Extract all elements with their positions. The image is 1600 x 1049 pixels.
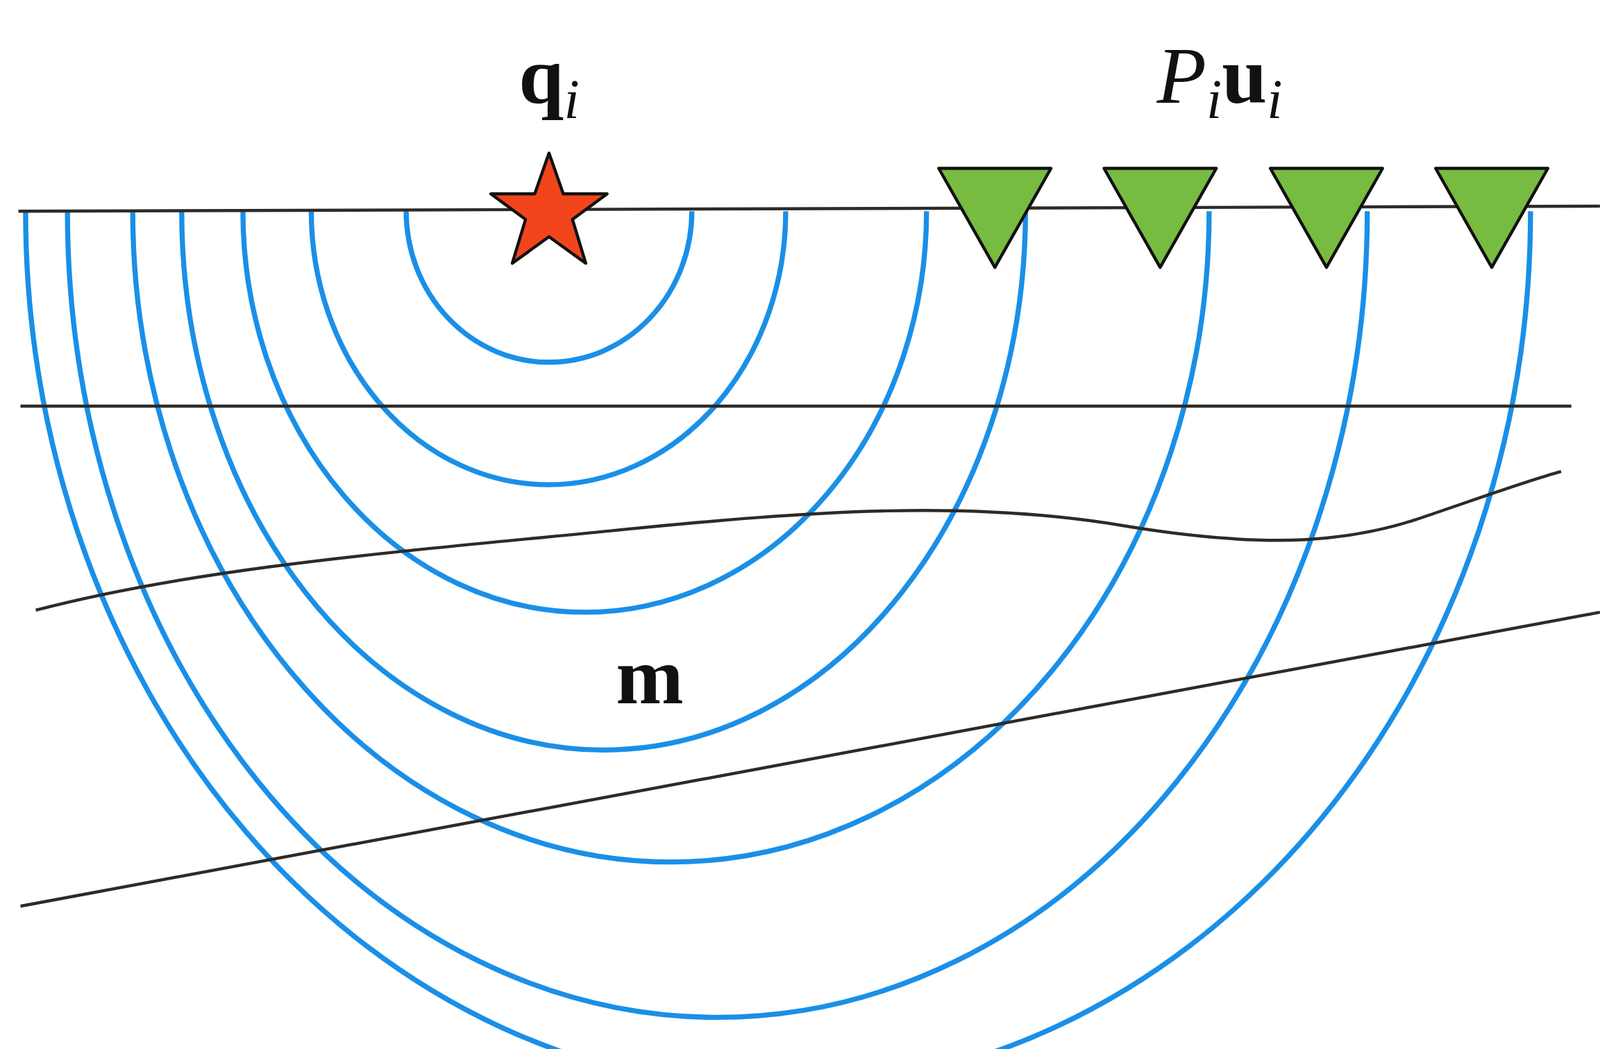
subscript-text: i (1266, 68, 1283, 130)
receiver-triangle (1270, 168, 1383, 268)
wavefront (67, 211, 1368, 1017)
receiver-triangle (1435, 168, 1548, 268)
layer-boundaries (18, 206, 1600, 906)
wavefront (242, 211, 927, 613)
wavefront (132, 211, 1210, 862)
receivers (938, 168, 1548, 268)
layer-boundary (36, 471, 1562, 611)
layer-boundary (20, 404, 1572, 408)
wavefront (25, 211, 1531, 1049)
receiver-triangle (1104, 168, 1217, 268)
wavefront (181, 211, 1026, 750)
symbol-text: q (518, 30, 564, 121)
subscript-text: i (563, 68, 579, 130)
wavefronts (25, 211, 1531, 1049)
wavefront (310, 211, 786, 485)
layer-boundary (20, 612, 1600, 906)
subscript-text: i (1206, 68, 1222, 130)
source-label: qi (518, 34, 579, 116)
symbol-text: u (1221, 30, 1267, 121)
model-label: m (615, 635, 684, 717)
surface-line (18, 206, 1600, 212)
source-star (490, 152, 608, 264)
receiver-data-label: Piui (1156, 34, 1283, 116)
symbol-text: m (615, 630, 684, 721)
receiver-triangle (938, 168, 1051, 268)
symbol-text: P (1156, 30, 1206, 121)
